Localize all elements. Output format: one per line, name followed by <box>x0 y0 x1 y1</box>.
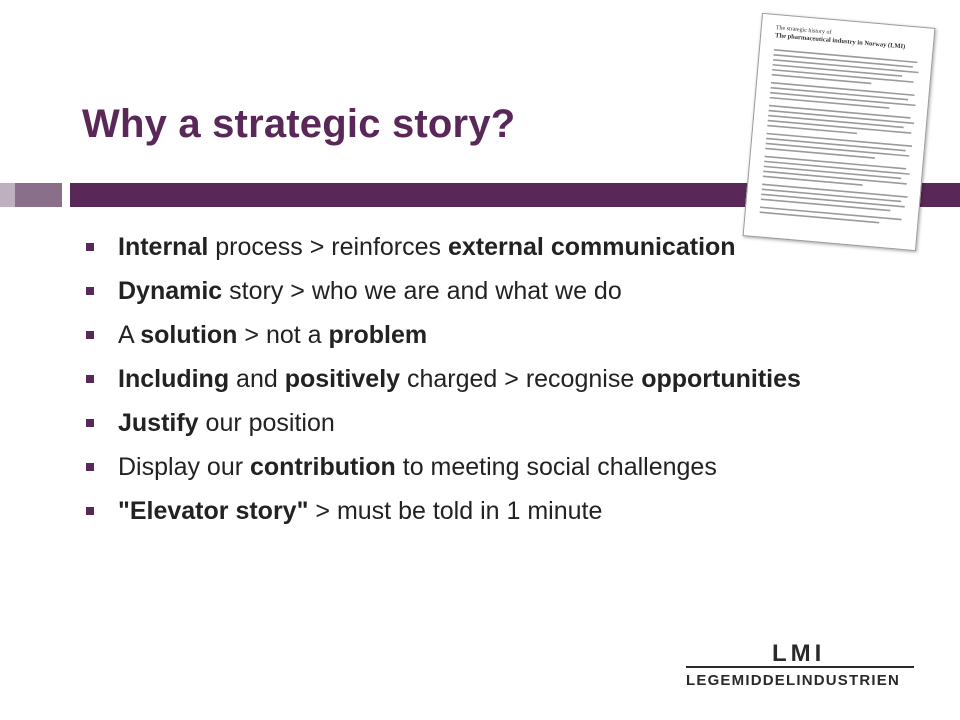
bullet-item: Including and positively charged > recog… <box>86 362 808 396</box>
bullet-square-icon <box>86 463 94 471</box>
bullet-text: Display our contribution to meeting soci… <box>118 453 717 481</box>
bullet-bold-segment: Including <box>118 365 230 393</box>
logo-lmi: LMI <box>772 640 826 667</box>
bullet-square-icon <box>86 507 94 515</box>
bullet-text: Internal process > reinforces external c… <box>118 233 736 261</box>
bullet-square-icon <box>86 287 94 295</box>
bullet-bold-segment: Justify <box>118 409 199 437</box>
bullet-text-segment: story > who we are and what we do <box>222 277 622 305</box>
logo-wordmark: LEGEMIDDELINDUSTRIEN <box>686 672 901 689</box>
bullet-text: "Elevator story" > must be told in 1 min… <box>118 497 602 525</box>
bullet-text-segment: > must be told in 1 minute <box>308 497 603 525</box>
bullet-text-segment: process > reinforces <box>208 233 448 261</box>
bullet-square-icon <box>86 331 94 339</box>
bullet-bold-segment: Internal <box>118 233 209 261</box>
bullet-square-icon <box>86 375 94 383</box>
bullet-bold-segment: contribution <box>250 453 396 481</box>
bullet-bold-segment: opportunities <box>641 365 801 393</box>
slide-title: Why a strategic story? <box>82 102 516 146</box>
bullet-text-segment: to meeting social challenges <box>395 453 717 481</box>
bullet-text: Dynamic story > who we are and what we d… <box>118 277 622 305</box>
bullet-square-icon <box>86 243 94 251</box>
bullet-bold-segment: external communication <box>447 233 736 261</box>
bullet-text: Including and positively charged > recog… <box>118 365 801 393</box>
bullet-bold-segment: Dynamic <box>118 277 223 305</box>
bullet-list: Internal process > reinforces external c… <box>86 230 808 528</box>
bullet-text-segment: charged > recognise <box>400 365 642 393</box>
bullet-item: A solution > not a problem <box>86 318 808 352</box>
bullet-text-segment: > not a <box>237 321 329 349</box>
bullet-text-segment: Display our <box>118 453 250 481</box>
bullet-item: Display our contribution to meeting soci… <box>86 450 808 484</box>
bullet-text-segment: and <box>229 365 285 393</box>
bullet-text: Justify our position <box>118 409 335 437</box>
bullet-item: "Elevator story" > must be told in 1 min… <box>86 494 808 528</box>
bullet-bold-segment: problem <box>328 321 428 349</box>
bullet-bold-segment: solution <box>140 321 238 349</box>
bullet-text: A solution > not a problem <box>118 321 427 349</box>
bullet-bold-segment: "Elevator story" <box>118 497 309 525</box>
document-thumbnail: The strategic history of The pharmaceuti… <box>742 12 936 252</box>
accent-bar-light <box>0 183 15 207</box>
accent-bar-mid <box>15 183 62 207</box>
logo-divider <box>686 666 914 668</box>
document-text-lines <box>759 49 919 224</box>
bullet-bold-segment: positively <box>284 365 401 393</box>
bullet-item: Justify our position <box>86 406 808 440</box>
bullet-item: Internal process > reinforces external c… <box>86 230 808 264</box>
bullet-text-segment: A <box>118 321 141 349</box>
bullet-square-icon <box>86 419 94 427</box>
bullet-item: Dynamic story > who we are and what we d… <box>86 274 808 308</box>
bullet-text-segment: our position <box>198 409 335 437</box>
